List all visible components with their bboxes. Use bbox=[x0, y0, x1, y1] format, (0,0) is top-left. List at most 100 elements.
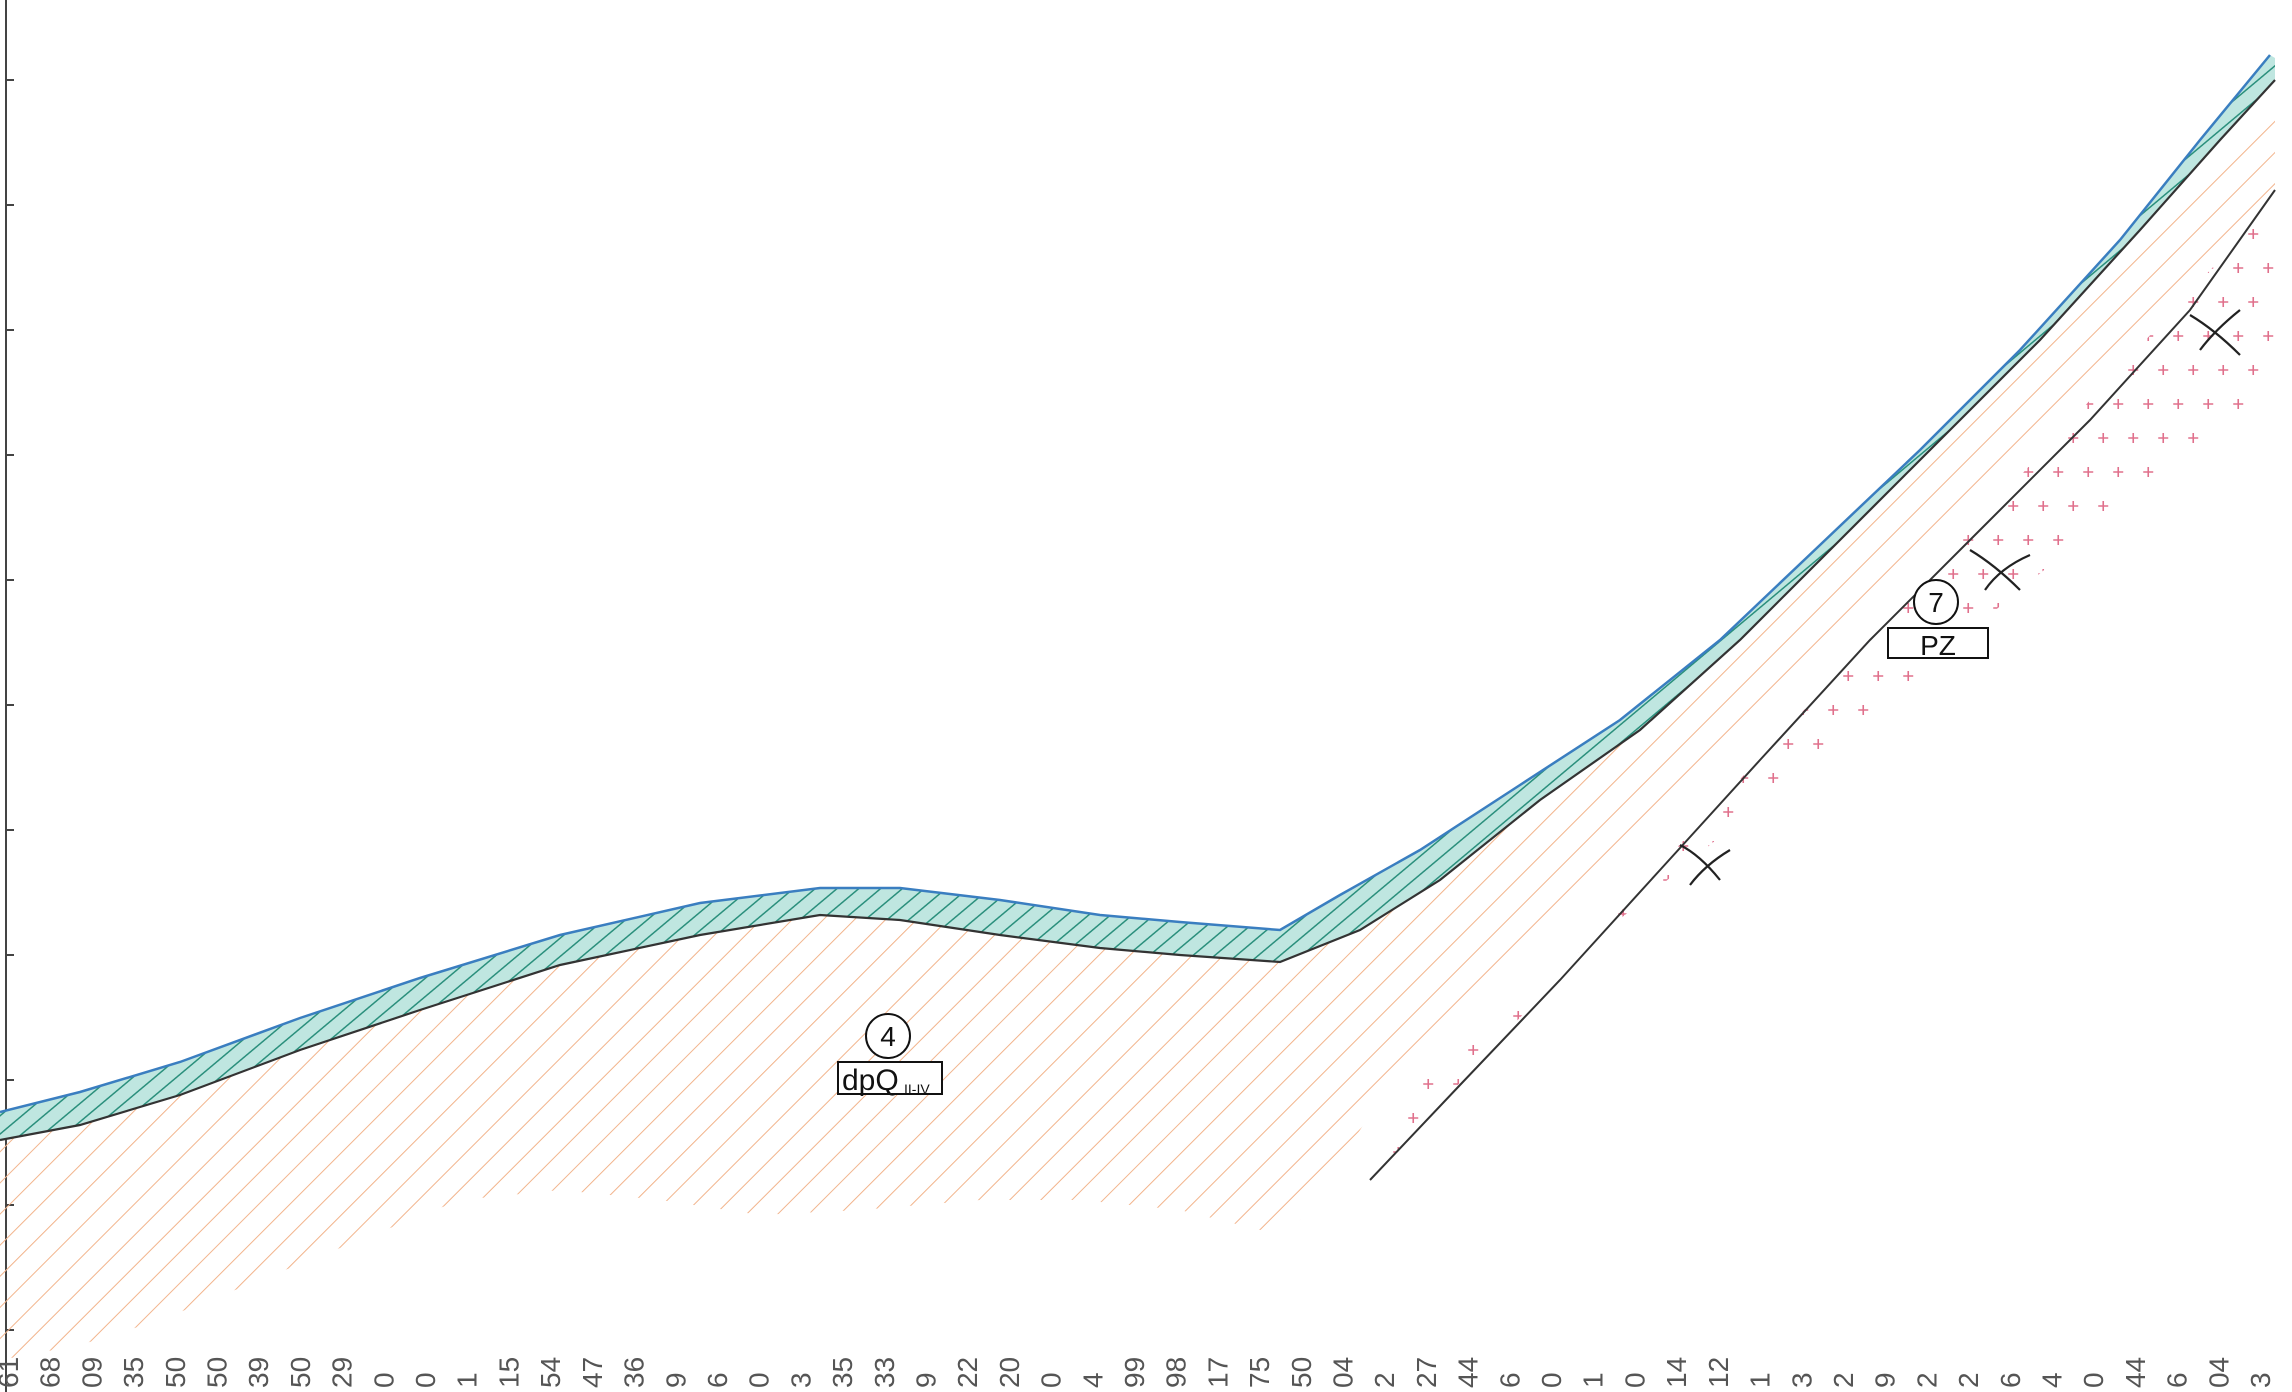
bedrock-cross bbox=[2008, 637, 2019, 647]
bedrock-cross bbox=[1813, 671, 1824, 681]
bedrock-cross bbox=[1798, 229, 1809, 239]
bedrock-cross bbox=[1798, 909, 1809, 919]
bedrock-cross bbox=[2218, 501, 2229, 511]
bedrock-cross bbox=[2158, 841, 2169, 851]
bedrock-cross bbox=[1978, 909, 1989, 919]
bedrock-cross bbox=[1948, 297, 1959, 307]
bedrock-cross bbox=[1843, 1147, 1854, 1157]
bedrock-cross bbox=[1858, 637, 1869, 647]
bedrock-cross bbox=[1708, 909, 1719, 919]
fracture-mark bbox=[1969, 549, 2031, 591]
bedrock-cross bbox=[1978, 229, 1989, 239]
station-label: 75 bbox=[1244, 1357, 1275, 1388]
bedrock-cross bbox=[1873, 399, 1884, 409]
bedrock-cross bbox=[1723, 739, 1734, 749]
bedrock-cross bbox=[1693, 331, 1704, 341]
bedrock-cross bbox=[1513, 671, 1524, 681]
bedrock-cross bbox=[2158, 501, 2169, 511]
bedrock-cross bbox=[1753, 1011, 1764, 1021]
bedrock-cross bbox=[1618, 1045, 1629, 1055]
bedrock-cross bbox=[1753, 263, 1764, 273]
bedrock-cross bbox=[2128, 1181, 2138, 1191]
bedrock-cross bbox=[2098, 909, 2109, 919]
bedrock-cross bbox=[1918, 1113, 1929, 1123]
bedrock-cross bbox=[2053, 943, 2064, 953]
bedrock-cross bbox=[1993, 943, 2004, 953]
bedrock-cross bbox=[2203, 467, 2214, 477]
bedrock-cross bbox=[1393, 671, 1404, 681]
bedrock-cross bbox=[1963, 1147, 1974, 1157]
bedrock-cross bbox=[2173, 1011, 2184, 1021]
bedrock-cross bbox=[2188, 773, 2199, 783]
bedrock-cross bbox=[1513, 467, 1524, 477]
bedrock-cross bbox=[1888, 705, 1899, 715]
bedrock-cross bbox=[1573, 331, 1584, 341]
bedrock-cross bbox=[1843, 263, 1854, 273]
bedrock-cross bbox=[2113, 1079, 2124, 1089]
bedrock-cross bbox=[2143, 671, 2154, 681]
bedrock-cross bbox=[2263, 739, 2274, 749]
bedrock-cross bbox=[2278, 501, 2288, 511]
bedrock-cross bbox=[1468, 1181, 1478, 1191]
bedrock-cross bbox=[1603, 399, 1614, 409]
bedrock-cross bbox=[1483, 1011, 1494, 1021]
bedrock-cross bbox=[1453, 807, 1464, 817]
bedrock-cross bbox=[1633, 399, 1644, 409]
bedrock-cross bbox=[1633, 467, 1644, 477]
bedrock-cross bbox=[1888, 229, 1899, 239]
bedrock-cross bbox=[1528, 501, 1539, 511]
bedrock-cross bbox=[1738, 569, 1749, 579]
bedrock-cross bbox=[2278, 705, 2288, 715]
bedrock-cross bbox=[1378, 705, 1389, 715]
bedrock-cross bbox=[2068, 773, 2079, 783]
bedrock-cross bbox=[1798, 1181, 1808, 1191]
bedrock-cross bbox=[2098, 1113, 2109, 1123]
bedrock-cross bbox=[1663, 875, 1674, 885]
bedrock-cross bbox=[1498, 229, 1509, 239]
fracture-marks bbox=[1679, 309, 2241, 886]
bedrock-cross bbox=[1723, 263, 1734, 273]
station-label: 04 bbox=[2203, 1357, 2234, 1388]
bedrock-cross bbox=[2248, 501, 2259, 511]
bedrock-cross bbox=[2053, 467, 2064, 477]
bedrock-cross bbox=[2233, 535, 2244, 545]
bedrock-cross bbox=[2098, 773, 2109, 783]
bedrock-cross bbox=[1528, 433, 1539, 443]
bedrock-cross bbox=[2083, 399, 2094, 409]
bedrock-cross bbox=[2008, 705, 2019, 715]
bedrock-cross bbox=[2068, 909, 2079, 919]
bedrock-cross bbox=[1423, 331, 1434, 341]
bedrock-cross bbox=[2263, 399, 2274, 409]
bedrock-cross bbox=[2083, 1011, 2094, 1021]
bedrock-cross bbox=[1963, 1011, 1974, 1021]
bedrock-cross bbox=[1543, 1079, 1554, 1089]
bedrock-cross bbox=[1723, 535, 1734, 545]
station-label: 1 bbox=[1578, 1372, 1609, 1388]
bedrock-cross bbox=[2038, 773, 2049, 783]
bedrock-cross bbox=[2188, 569, 2199, 579]
bedrock-cross bbox=[2068, 1045, 2079, 1055]
bedrock-cross bbox=[2203, 535, 2214, 545]
bedrock-cross bbox=[1948, 977, 1959, 987]
bedrock-cross bbox=[1378, 1113, 1389, 1123]
bedrock-cross bbox=[1933, 807, 1944, 817]
bedrock-cross bbox=[1648, 1181, 1658, 1191]
bedrock-cross bbox=[2113, 467, 2124, 477]
bedrock-cross bbox=[1873, 200, 1884, 205]
bedrock-cross bbox=[1588, 297, 1599, 307]
bedrock-cross bbox=[1708, 297, 1719, 307]
bedrock-cross bbox=[1903, 200, 1914, 205]
bedrock-cross bbox=[2218, 705, 2229, 715]
bedrock-cross bbox=[1378, 501, 1389, 511]
bedrock-cross bbox=[1708, 977, 1719, 987]
bedrock-cross bbox=[1693, 807, 1704, 817]
bedrock-cross bbox=[1873, 1011, 1884, 1021]
bedrock-cross bbox=[2023, 603, 2034, 613]
bedrock-cross bbox=[1738, 229, 1749, 239]
bedrock-cross bbox=[1933, 739, 1944, 749]
bedrock-cross bbox=[1423, 671, 1434, 681]
bedrock-cross bbox=[1858, 773, 1869, 783]
bedrock-cross bbox=[1948, 365, 1959, 375]
bedrock-cross bbox=[1603, 1079, 1614, 1089]
